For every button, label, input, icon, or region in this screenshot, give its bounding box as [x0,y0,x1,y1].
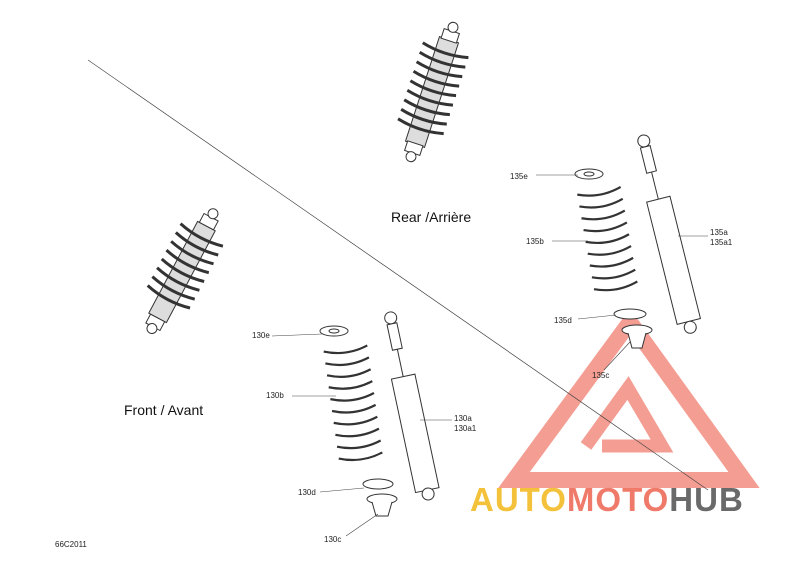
callout-130b: 130b [266,391,284,400]
figure-code: 66C2011 [55,540,87,549]
watermark-part-auto: AUTO [470,481,567,518]
callout-130c: 130c [324,535,342,544]
front-damper-130a [384,311,440,501]
watermark-part-moto: MOTO [566,481,670,518]
rear-damper-135a [637,134,702,334]
rear-spring-135b [577,186,638,292]
watermark-logo-icon [498,308,760,488]
callout-130a1: 130a1 [454,424,477,433]
separator-line [87,59,709,491]
callout-135e: 135e [510,172,528,181]
front-spring-seat-130d [362,478,394,490]
leader-lines [271,174,708,537]
front-shock-assembly [145,208,224,335]
rear-spring-seat-135d [613,308,647,320]
callout-135a: 135a [710,228,728,237]
front-section-title: Front / Avant [124,402,204,418]
callout-135c: 135c [592,371,610,380]
rear-shock-assembly [397,21,469,163]
front-spring-stopper-130c [366,493,398,517]
front-spring-retainer-130e [319,325,349,337]
callout-135a1: 135a1 [710,238,733,247]
callout-135d: 135d [554,316,572,325]
rear-spring-stopper-135c [621,324,653,349]
watermark-text: AUTOMOTOHUB [470,483,744,516]
callout-130a: 130a [454,414,472,423]
callout-135b: 135b [526,237,544,246]
callout-130d: 130d [298,488,316,497]
watermark-part-hub: HUB [669,481,744,518]
callout-130e: 130e [252,331,270,340]
front-spring-130b [323,344,383,462]
rear-section-title: Rear /Arrière [391,209,472,225]
rear-spring-retainer-135e [574,168,604,180]
